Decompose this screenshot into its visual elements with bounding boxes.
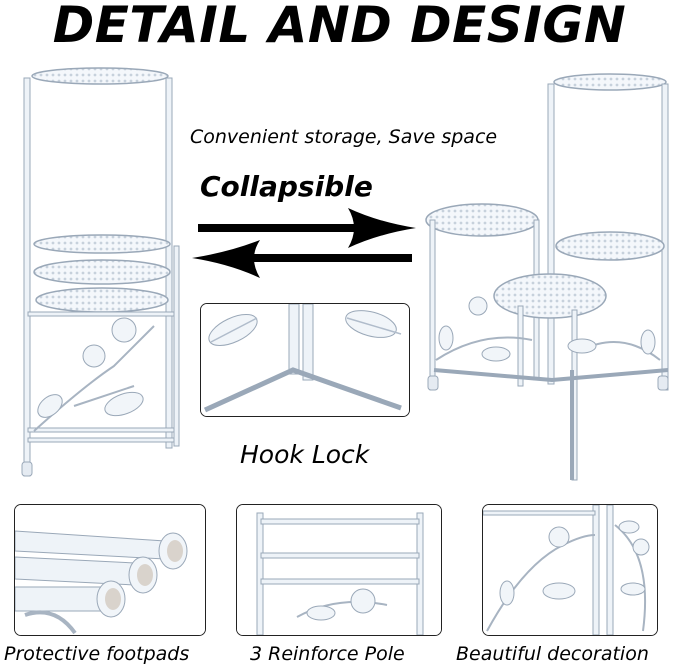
expanded-plant-stand-image xyxy=(425,73,669,481)
footpads-detail xyxy=(14,504,206,636)
hook-lock-detail xyxy=(200,303,410,417)
storage-caption: Convenient storage, Save space xyxy=(190,126,498,148)
decoration-caption: Beautiful decoration xyxy=(456,643,649,665)
decoration-image xyxy=(483,505,657,635)
hook-lock-caption: Hook Lock xyxy=(240,440,370,469)
reinforce-pole-detail xyxy=(236,504,442,636)
arrow-right-icon xyxy=(198,208,416,248)
collapsed-plant-stand-image xyxy=(21,67,180,477)
hook-lock-image xyxy=(201,304,409,416)
decoration-detail xyxy=(482,504,658,636)
collapse-arrows xyxy=(192,208,416,278)
page-title: DETAIL AND DESIGN xyxy=(52,0,627,54)
arrow-left-icon xyxy=(192,240,412,278)
reinforce-pole-image xyxy=(237,505,441,635)
footpads-caption: Protective footpads xyxy=(4,643,190,665)
footpads-image xyxy=(15,505,205,635)
collapsible-caption: Collapsible xyxy=(200,170,373,203)
reinforce-pole-caption: 3 Reinforce Pole xyxy=(250,643,405,665)
